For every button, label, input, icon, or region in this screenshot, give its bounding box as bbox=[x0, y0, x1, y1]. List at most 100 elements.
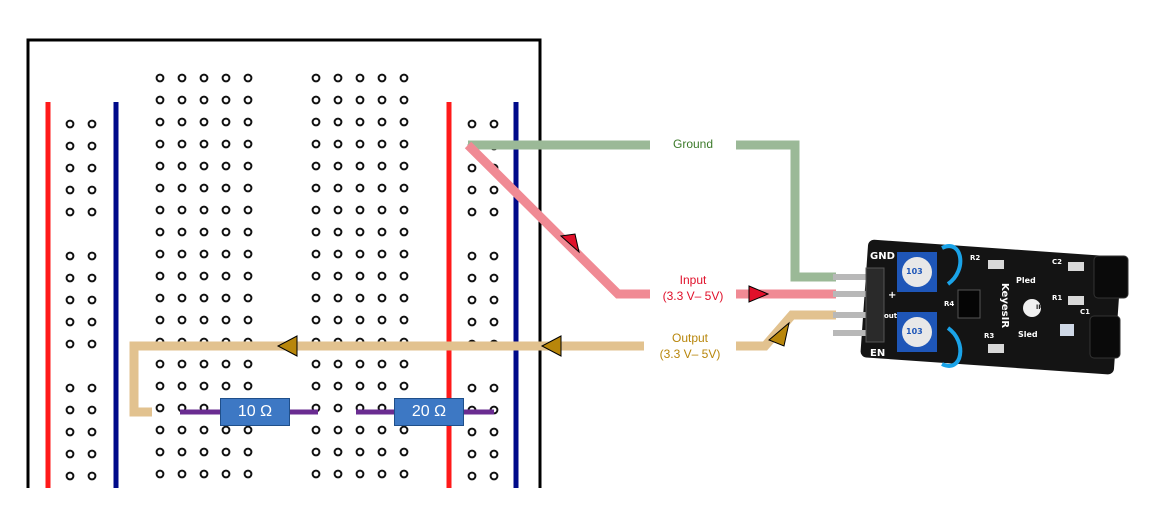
pin-label-en: EN bbox=[870, 348, 886, 359]
breadboard-hole bbox=[333, 271, 343, 281]
breadboard-hole bbox=[333, 205, 343, 215]
breadboard-hole bbox=[65, 339, 75, 349]
breadboard-hole bbox=[243, 117, 253, 127]
breadboard-hole bbox=[155, 359, 165, 369]
breadboard-hole bbox=[87, 339, 97, 349]
breadboard-hole bbox=[467, 449, 477, 459]
breadboard-hole bbox=[311, 469, 321, 479]
breadboard-hole bbox=[489, 317, 499, 327]
potentiometer-adjust-arrow bbox=[941, 326, 963, 368]
breadboard-hole bbox=[399, 183, 409, 193]
breadboard-hole bbox=[221, 315, 231, 325]
smd-component bbox=[988, 344, 1004, 353]
breadboard-hole bbox=[243, 425, 253, 435]
breadboard-hole bbox=[377, 359, 387, 369]
breadboard-hole bbox=[399, 359, 409, 369]
breadboard-hole bbox=[155, 227, 165, 237]
resistor-20-ohm: 20 Ω bbox=[394, 398, 464, 426]
breadboard-hole bbox=[377, 183, 387, 193]
potentiometer-adjust-arrow bbox=[941, 244, 963, 286]
breadboard-hole bbox=[333, 161, 343, 171]
output-title: Output bbox=[671, 331, 709, 345]
marking-da: DA bbox=[1140, 306, 1153, 315]
marking-r2: R2 bbox=[970, 254, 981, 262]
breadboard-hole bbox=[155, 249, 165, 259]
breadboard-hole bbox=[65, 251, 75, 261]
breadboard-hole bbox=[155, 447, 165, 457]
breadboard-hole bbox=[399, 425, 409, 435]
smd-component bbox=[1068, 296, 1084, 305]
breadboard-hole bbox=[311, 359, 321, 369]
breadboard-hole bbox=[199, 381, 209, 391]
led bbox=[1060, 324, 1074, 336]
breadboard-hole bbox=[333, 381, 343, 391]
breadboard-hole bbox=[155, 205, 165, 215]
input-range: (3.3 V– 5V) bbox=[662, 289, 724, 303]
sensor-pin bbox=[833, 291, 867, 297]
breadboard-hole bbox=[177, 249, 187, 259]
breadboard-hole bbox=[65, 141, 75, 151]
breadboard-hole bbox=[87, 251, 97, 261]
breadboard-hole bbox=[87, 119, 97, 129]
breadboard-hole bbox=[243, 95, 253, 105]
breadboard-hole bbox=[333, 117, 343, 127]
breadboard-hole bbox=[177, 161, 187, 171]
breadboard-hole bbox=[377, 73, 387, 83]
breadboard-hole bbox=[177, 139, 187, 149]
breadboard-hole bbox=[155, 139, 165, 149]
breadboard-hole bbox=[155, 315, 165, 325]
breadboard-hole bbox=[333, 73, 343, 83]
breadboard-hole bbox=[377, 139, 387, 149]
breadboard-hole bbox=[333, 293, 343, 303]
breadboard-hole bbox=[65, 207, 75, 217]
breadboard-hole bbox=[65, 295, 75, 305]
breadboard-hole bbox=[399, 161, 409, 171]
breadboard-hole bbox=[87, 185, 97, 195]
breadboard-hole bbox=[243, 73, 253, 83]
breadboard-hole bbox=[199, 249, 209, 259]
breadboard-hole bbox=[311, 447, 321, 457]
breadboard-hole bbox=[177, 73, 187, 83]
breadboard-hole bbox=[467, 207, 477, 217]
marking-c2: C2 bbox=[1052, 258, 1063, 266]
breadboard-hole bbox=[311, 425, 321, 435]
breadboard-hole bbox=[399, 117, 409, 127]
breadboard-hole bbox=[467, 251, 477, 261]
breadboard-hole bbox=[355, 381, 365, 391]
ir-receiver bbox=[1093, 255, 1129, 299]
breadboard-hole bbox=[155, 117, 165, 127]
breadboard-holes bbox=[65, 73, 499, 481]
breadboard-hole bbox=[489, 449, 499, 459]
breadboard-hole bbox=[355, 95, 365, 105]
breadboard-hole bbox=[155, 293, 165, 303]
breadboard-hole bbox=[311, 381, 321, 391]
sensor-pin bbox=[833, 312, 867, 318]
breadboard-hole bbox=[221, 271, 231, 281]
breadboard-hole bbox=[199, 359, 209, 369]
breadboard-hole bbox=[467, 317, 477, 327]
breadboard-hole bbox=[333, 359, 343, 369]
breadboard-hole bbox=[333, 139, 343, 149]
breadboard-hole bbox=[355, 249, 365, 259]
pin-label-gnd: GND bbox=[870, 251, 895, 262]
breadboard-hole bbox=[243, 469, 253, 479]
breadboard-hole bbox=[399, 271, 409, 281]
breadboard-hole bbox=[311, 73, 321, 83]
breadboard-hole bbox=[177, 227, 187, 237]
breadboard-hole bbox=[355, 205, 365, 215]
breadboard-hole bbox=[355, 293, 365, 303]
breadboard-hole bbox=[221, 469, 231, 479]
breadboard-hole bbox=[243, 447, 253, 457]
breadboard-hole bbox=[399, 447, 409, 457]
input-label: Input (3.3 V– 5V) bbox=[650, 272, 736, 304]
breadboard-hole bbox=[199, 117, 209, 127]
breadboard-hole bbox=[489, 185, 499, 195]
breadboard-hole bbox=[399, 227, 409, 237]
breadboard-hole bbox=[155, 271, 165, 281]
input-title: Input bbox=[679, 273, 707, 287]
pin-label-out: out bbox=[884, 312, 898, 320]
breadboard-hole bbox=[399, 73, 409, 83]
breadboard-hole bbox=[399, 139, 409, 149]
breadboard-hole bbox=[333, 447, 343, 457]
breadboard-hole bbox=[377, 271, 387, 281]
